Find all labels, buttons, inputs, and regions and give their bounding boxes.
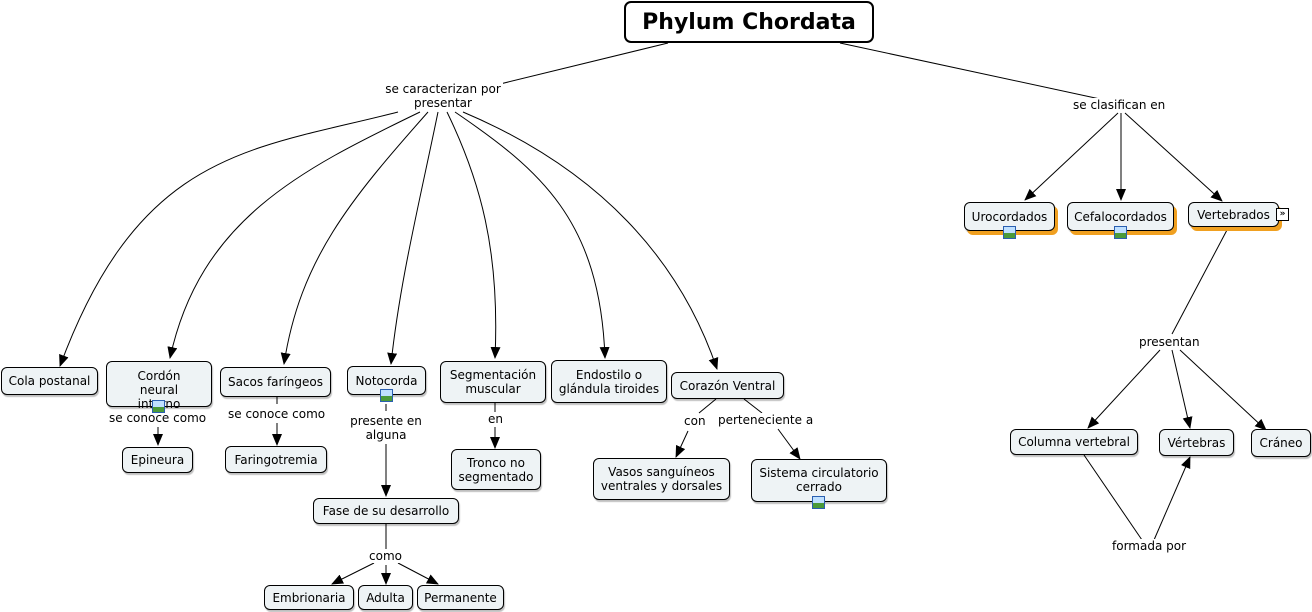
node-label: Corazón Ventral <box>679 378 776 393</box>
image-icon[interactable] <box>1114 226 1127 239</box>
node-vasos[interactable]: Vasos sanguíneos ventrales y dorsales <box>593 458 730 500</box>
image-icon[interactable] <box>152 400 165 413</box>
node-label: Segmentación muscular <box>449 368 537 396</box>
node-label: Cráneo <box>1259 436 1303 450</box>
node-label: Fase de su desarrollo <box>322 504 450 518</box>
link-conoce-2: se conoce como <box>228 407 326 421</box>
link-clasifican: se clasifican en <box>1073 98 1166 112</box>
link-presentan: presentan <box>1139 335 1200 349</box>
node-columna-vertebral[interactable]: Columna vertebral <box>1010 429 1138 455</box>
node-label: Urocordados <box>971 209 1048 224</box>
node-label: Vertebrados <box>1197 207 1270 222</box>
node-vertebrados[interactable]: Vertebrados <box>1188 202 1279 227</box>
node-label: Embrionaria <box>272 590 346 605</box>
image-icon[interactable] <box>812 496 825 509</box>
link-con: con <box>684 414 706 428</box>
node-label: Cola postanal <box>8 374 91 388</box>
link-perteneciente: perteneciente a <box>718 413 814 427</box>
node-notocorda[interactable]: Notocorda <box>347 366 426 395</box>
node-cefalocordados[interactable]: Cefalocordados <box>1067 202 1174 231</box>
node-label: Vasos sanguíneos ventrales y dorsales <box>600 465 723 493</box>
node-embrionaria[interactable]: Embrionaria <box>264 585 354 610</box>
node-label: Sacos faríngeos <box>227 375 324 389</box>
link-como: como <box>369 549 402 563</box>
node-adulta[interactable]: Adulta <box>358 585 413 610</box>
link-formada: formada por <box>1112 539 1187 553</box>
image-icon[interactable] <box>1003 226 1016 239</box>
node-label: Epineura <box>130 453 185 467</box>
node-sacos-faringeos[interactable]: Sacos faríngeos <box>220 367 331 397</box>
expand-icon[interactable]: » <box>1276 208 1289 221</box>
node-vertebras[interactable]: Vértebras <box>1159 429 1234 456</box>
node-label: Adulta <box>366 590 405 605</box>
link-presente: presente en alguna <box>346 414 426 442</box>
node-endostilo[interactable]: Endostilo o glándula tiroides <box>551 360 667 403</box>
node-permanente[interactable]: Permanente <box>417 585 504 610</box>
node-faringotremia[interactable]: Faringotremia <box>225 446 327 473</box>
node-fase-desarrollo[interactable]: Fase de su desarrollo <box>313 498 459 524</box>
node-segmentacion[interactable]: Segmentación muscular <box>440 361 546 403</box>
node-label: Tronco no segmentado <box>458 455 534 484</box>
node-label: Cefalocordados <box>1074 209 1167 224</box>
node-label: Columna vertebral <box>1018 435 1130 449</box>
link-conoce-1: se conoce como <box>109 411 207 425</box>
node-label: Permanente <box>424 590 497 605</box>
node-label: Faringotremia <box>234 452 318 467</box>
node-epineura[interactable]: Epineura <box>122 447 193 473</box>
node-cordon-neural[interactable]: Cordón neural interno <box>106 361 212 411</box>
node-cola-postanal[interactable]: Cola postanal <box>1 367 98 395</box>
node-label: Endostilo o glándula tiroides <box>558 367 660 396</box>
node-label: Notocorda <box>355 373 418 388</box>
node-label: Vértebras <box>1167 435 1226 450</box>
map-title: Phylum Chordata <box>624 1 874 43</box>
image-icon[interactable] <box>380 389 393 402</box>
link-caracterizan: se caracterizan por presentar <box>383 82 503 110</box>
node-tronco[interactable]: Tronco no segmentado <box>451 449 541 490</box>
node-corazon-ventral[interactable]: Corazón Ventral <box>671 372 784 399</box>
link-en: en <box>488 412 503 426</box>
node-label: Sistema circulatorio cerrado <box>759 466 879 494</box>
node-craneo[interactable]: Cráneo <box>1251 429 1311 457</box>
